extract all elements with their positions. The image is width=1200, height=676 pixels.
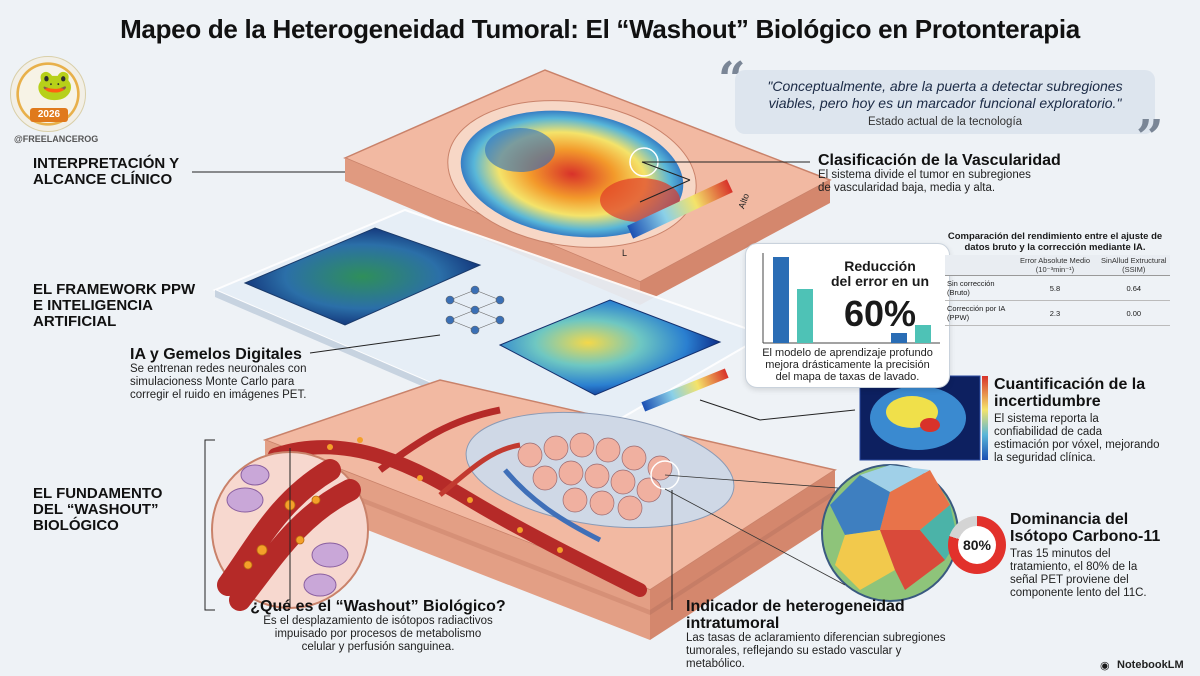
heterogeneity-title-line2: intratumoral	[686, 615, 780, 632]
section-interpretation-line2: ALCANCE CLÍNICO	[33, 171, 173, 188]
top-tissue-slab	[343, 69, 832, 305]
page-title: Mapeo de la Heterogeneidad Tumoral: El “…	[120, 14, 1080, 44]
error-card-desc-line1: El modelo de aprendizaje profundo	[762, 347, 933, 359]
ai-twins-line1: Se entrenan redes neuronales con	[130, 363, 307, 375]
heterogeneity-line3: metabólico.	[686, 658, 745, 670]
bar-raw-1	[773, 257, 789, 343]
table-header-row: Error Absolute Medio (10⁻³min⁻¹) SinAllu…	[945, 255, 1170, 276]
washout-callout: ¿Qué es el “Washout” Biológico? Es el de…	[228, 598, 528, 654]
vascularity-line1: El sistema divide el tumor en subregione…	[818, 169, 1031, 181]
carbon-line3: señal PET proviene del	[1010, 574, 1129, 586]
logo-year: 2026	[30, 108, 68, 122]
carbon-line2: tratamiento, el 80% de la	[1010, 561, 1138, 573]
vascularity-line2: de vascularidad baja, media y alta.	[818, 182, 996, 194]
table-row: Sin corrección (Bruto) 5.8 0.64	[945, 275, 1170, 301]
bar-ai-2	[915, 325, 931, 343]
error-card-desc-line3: del mapa de taxas de lavado.	[775, 371, 920, 383]
quote-line-1: "Conceptualmente, abre la puerta a detec…	[767, 78, 1123, 94]
scale-low-label: L	[622, 248, 628, 258]
washout-line2: impuisado por procesos de metabolismo	[274, 628, 482, 640]
comparison-title-line2: datos bruto y la corrección mediante IA.	[964, 242, 1146, 253]
social-handle: @FREELANCEROG	[14, 134, 99, 144]
section-framework-line2: E INTELIGENCIA	[33, 297, 154, 314]
uncertainty-title-line2: incertidumbre	[994, 393, 1101, 410]
section-interpretation-line1: INTERPRETACIÓN Y	[33, 155, 180, 172]
close-quote-icon: ”	[1136, 110, 1164, 166]
bar-raw-2	[891, 333, 907, 343]
uncertainty-callout: Cuantificación de la incertidumbre El si…	[994, 376, 1194, 465]
section-framework: EL FRAMEWORK PPW E INTELIGENCIA ARTIFICI…	[33, 282, 195, 330]
uncertainty-line4: la seguridad clínica.	[994, 452, 1096, 464]
ai-twins-line2: simulacioness Monte Carlo para	[130, 376, 295, 388]
comparison-title-line1: Comparación del rendimiento entre el aju…	[947, 231, 1163, 242]
carbon-line1: Tras 15 minutos del	[1010, 548, 1111, 560]
quote-box: "Conceptualmente, abre la puerta a detec…	[735, 70, 1155, 134]
washout-title: ¿Qué es el “Washout” Biológico?	[250, 598, 506, 615]
error-card-title-line1: Reducción	[844, 258, 916, 274]
section-foundation-line2: DEL “WASHOUT”	[33, 501, 159, 518]
table-header: Error Absolute Medio (10⁻³min⁻¹)	[1012, 255, 1098, 276]
carbon-callout: Dominancia del Isótopo Carbono-11 Tras 1…	[1010, 511, 1190, 600]
frog-icon: 🐸	[36, 69, 74, 102]
section-foundation: EL FUNDAMENTO DEL “WASHOUT” BIOLÓGICO	[33, 486, 162, 534]
section-foundation-line3: BIOLÓGICO	[33, 517, 119, 534]
notebook-icon: ◉	[1100, 660, 1110, 672]
comparison-table-title: Comparación del rendimiento entre el aju…	[940, 231, 1170, 253]
uncertainty-line2: confiabilidad de cada	[994, 426, 1103, 438]
heterogeneity-line1: Las tasas de aclaramiento diferencian su…	[686, 632, 946, 644]
ai-twins-callout: IA y Gemelos Digitales Se entrenan redes…	[130, 346, 390, 402]
error-card-title-line2: del error en un	[830, 273, 930, 289]
watermark: NotebookLM	[1117, 659, 1184, 671]
vascularity-title: Clasificación de la Vascularidad	[818, 152, 1061, 169]
table-cell: 0.64	[1097, 275, 1170, 301]
uncertainty-line3: estimación por vóxel, mejorando	[994, 439, 1160, 451]
table-cell: 0.00	[1097, 300, 1170, 326]
uncertainty-line1: El sistema reporta la	[994, 413, 1099, 425]
ai-twins-title: IA y Gemelos Digitales	[130, 346, 302, 363]
table-cell: Sin corrección (Bruto)	[945, 275, 1013, 301]
carbon-title-line2: Isótopo Carbono-11	[1010, 528, 1161, 545]
quote-source: Estado actual de la tecnología	[867, 116, 1023, 128]
bar-ai-1	[797, 289, 813, 343]
ai-twins-line3: corregir el ruido en imágenes PET.	[130, 389, 307, 401]
error-card-title: Reducción del error en un	[830, 259, 930, 289]
error-card-value: 60%	[843, 293, 917, 334]
error-bar-chart	[762, 253, 940, 344]
heterogeneity-title-line1: Indicador de heterogeneidad	[686, 598, 905, 615]
section-interpretation: INTERPRETACIÓN Y ALCANCE CLÍNICO	[33, 156, 179, 188]
heterogeneity-line2: tumorales, reflejando su estado vascular…	[686, 645, 902, 657]
table-header	[945, 255, 1013, 276]
heterogeneity-callout: Indicador de heterogeneidad intratumoral…	[686, 598, 986, 671]
table-cell: 5.8	[1012, 275, 1098, 301]
heterogeneity-magnifier	[664, 464, 959, 602]
table-row: Corrección por IA (PPW) 2.3 0.00	[945, 300, 1170, 326]
carbon-line4: componente lento del 11C.	[1010, 587, 1147, 599]
uncertainty-title-line1: Cuantificación de la	[994, 376, 1146, 393]
comparison-table: Error Absolute Medio (10⁻³min⁻¹) SinAllu…	[945, 255, 1170, 326]
section-framework-line3: ARTIFICIAL	[33, 313, 117, 330]
quote-line-2: viables, pero hoy es un marcador funcion…	[768, 95, 1122, 111]
washout-line1: Es el desplazamiento de isótopos radiact…	[263, 615, 493, 627]
table-header: SinAllud Extructural (SSIM)	[1097, 255, 1170, 276]
table-cell: Corrección por IA (PPW)	[945, 300, 1013, 326]
section-foundation-line1: EL FUNDAMENTO	[33, 485, 163, 502]
carbon-title-line1: Dominancia del	[1010, 511, 1129, 528]
carbon-percent-label: 80%	[958, 526, 996, 564]
table-cell: 2.3	[1012, 300, 1098, 326]
vascularity-callout: Clasificación de la Vascularidad El sist…	[818, 152, 1118, 195]
uncertainty-map	[859, 375, 988, 461]
washout-line3: celular y perfusión sanguinea.	[301, 641, 455, 653]
section-framework-line1: EL FRAMEWORK PPW	[33, 281, 196, 298]
error-card-desc: El modelo de aprendizaje profundo mejora…	[750, 347, 945, 383]
error-card-desc-line2: mejora drásticamente la precisión	[765, 359, 930, 371]
